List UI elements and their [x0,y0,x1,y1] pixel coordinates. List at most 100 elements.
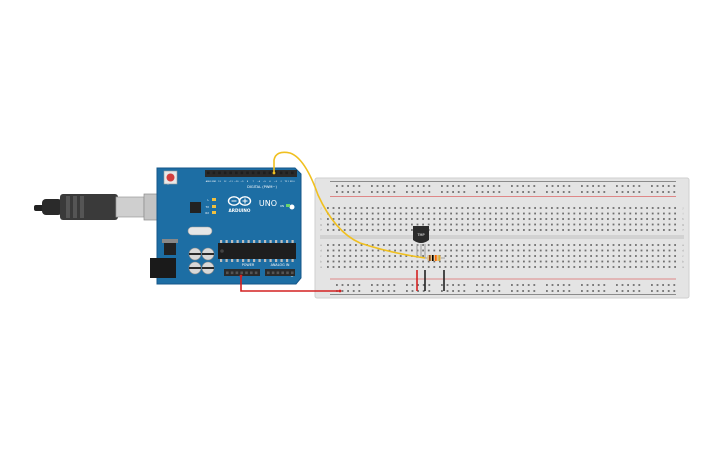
breadboard-hole [399,218,402,220]
breadboard-hole [603,185,606,187]
breadboard-hole [516,185,519,187]
breadboard-hole [539,255,542,257]
breadboard-hole [528,207,531,209]
breadboard-hole [481,284,484,286]
breadboard-hole [416,260,419,263]
breadboard-hole [422,249,424,252]
breadboard-hole [590,266,592,268]
breadboard-hole [439,229,441,231]
breadboard-hole [467,255,469,257]
breadboard-hole [489,207,492,209]
breadboard-hole [523,212,525,215]
breadboard-hole [341,290,344,292]
breadboard-hole [472,249,475,252]
breadboard-hole [327,218,329,220]
header-pin [207,171,210,175]
voltage-regulator [162,239,178,255]
breadboard-hole [579,223,581,226]
row-letter: d [320,249,322,253]
breadboard-hole [399,229,402,231]
chip-leg [280,258,283,262]
breadboard-hole [584,229,587,231]
breadboard-hole [332,255,335,257]
breadboard-hole [562,212,564,215]
breadboard-hole [360,207,363,209]
breadboard-hole [556,266,559,268]
breadboard-hole [545,212,548,215]
breadboard-hole [522,290,524,292]
breadboard-hole [592,284,594,286]
breadboard-hole [444,244,447,246]
breadboard-hole [590,223,592,226]
breadboard-hole [528,249,531,252]
breadboard-hole [506,266,508,268]
breadboard-hole [646,266,648,268]
pin-label: 7 [252,181,254,183]
digital-pin-header[interactable] [205,170,297,177]
breadboard-hole [646,207,648,209]
breadboard-hole [528,260,531,263]
breadboard-hole [539,260,542,263]
power-jack[interactable] [150,258,176,278]
breadboard-hole [433,207,436,209]
chip-leg [242,258,245,262]
breadboard-hole [567,218,570,220]
breadboard-hole [483,229,486,231]
breadboard-hole [332,229,335,231]
breadboard-hole [506,223,508,226]
breadboard-hole [568,191,571,193]
breadboard-hole [441,191,443,193]
breadboard-hole [651,229,654,231]
signal-wire-yellow[interactable] [273,151,426,259]
breadboard-hole [638,191,641,193]
reset-button[interactable] [163,170,178,185]
pin-label: AREF [206,180,212,183]
breadboard-hole [355,207,357,209]
breadboard-hole [349,223,352,226]
breadboard-hole [495,244,497,246]
header-pin [235,171,238,175]
resistor[interactable] [423,255,445,261]
breadboard-hole [573,218,576,220]
breadboard-hole [463,191,466,193]
breadboard-hole [472,207,475,209]
breadboard-hole [528,218,531,220]
temperature-sensor[interactable]: TMP [413,226,429,258]
breadboard-hole [556,249,559,252]
breadboard-hole [668,223,671,226]
breadboard-hole [663,260,665,263]
header-pin [212,171,216,175]
breadboard-hole [595,260,598,263]
breadboard-hole [355,266,357,268]
analog-pin-header[interactable] [265,269,295,276]
breadboard-hole [673,284,676,286]
breadboard-hole [492,290,495,292]
pin-label: ~5 [263,181,267,183]
breadboard-hole [478,218,480,220]
breadboard-hole [590,212,592,215]
breadboard-hole [481,185,484,187]
breadboard-hole [476,185,478,187]
breadboard-hole [551,218,553,220]
breadboard-hole [640,223,643,226]
breadboard-hole [618,223,620,226]
breadboard-hole [371,266,374,268]
breadboard-hole [394,212,396,215]
breadboard-hole [663,218,665,220]
breadboard-hole [417,284,419,286]
usb-cable[interactable] [34,193,165,221]
breadboard-hole [528,244,531,246]
breadboard-hole [551,223,553,226]
breadboard-hole [355,260,357,263]
breadboard-hole [327,207,329,209]
breadboard-hole [388,255,391,257]
breadboard-hole [388,229,391,231]
breadboard-hole [663,249,665,252]
breadboard-hole [539,229,542,231]
breadboard-hole [343,260,346,263]
breadboard-hole [405,266,408,268]
power-wire-red[interactable] [240,276,340,292]
